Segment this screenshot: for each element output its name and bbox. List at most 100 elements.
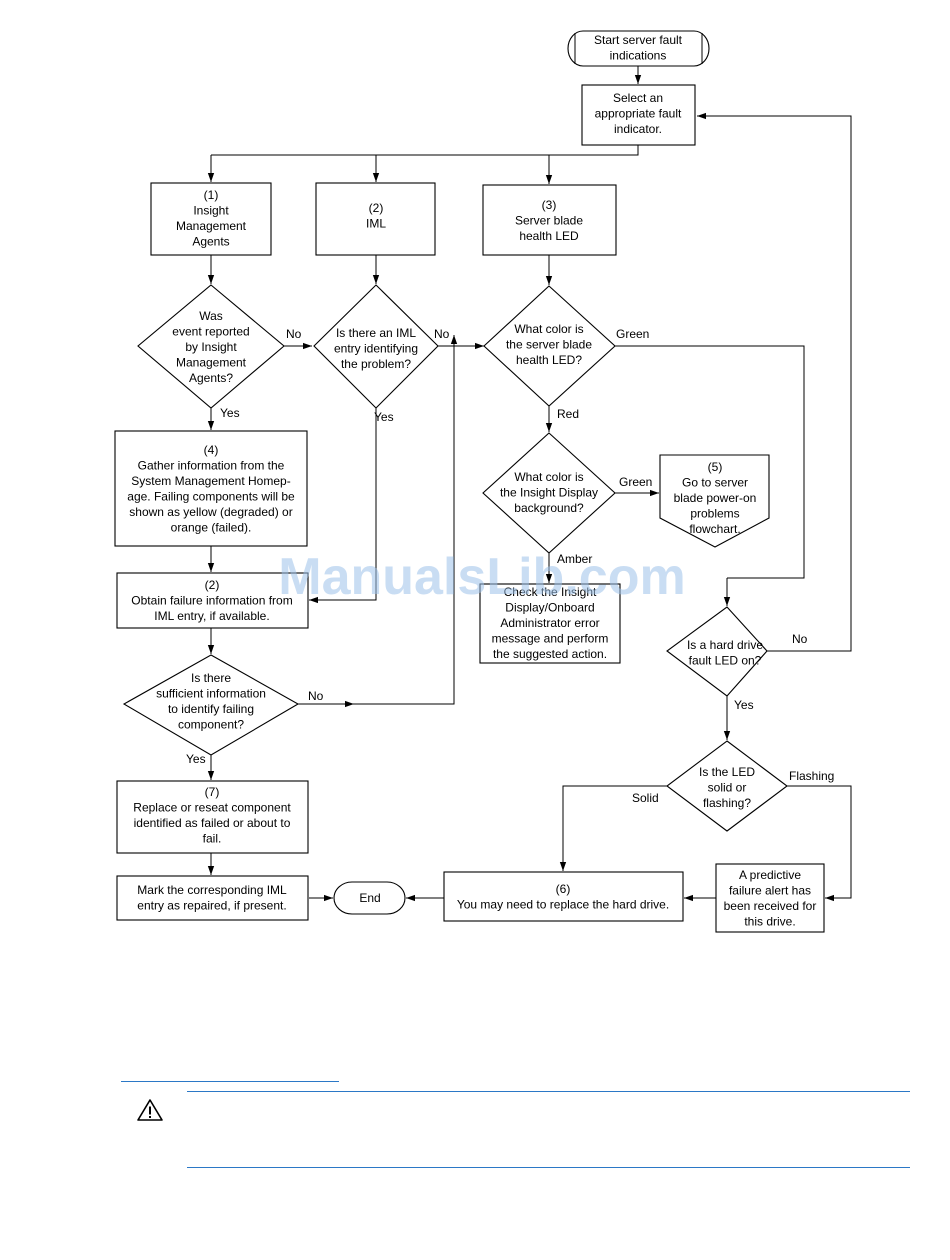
n2-obtain-line: (2) [205,578,220,592]
iml-box [315,182,436,256]
check-display-line: Display/Onboard [505,601,594,615]
end-terminator [333,881,406,915]
mark-iml-label: Mark the corresponding IML entry as repai… [137,883,287,913]
iml-yes-label: Yes [374,410,394,424]
n4-gather-line: shown as yellow (degraded) or [129,505,292,519]
mark-line: entry as repaired, if present. [137,899,286,913]
q-iml-entry-line: the problem? [341,357,411,371]
n7-replace-line: identified as failed or about to [134,816,291,830]
q-hdd-led-line: fault LED on? [689,654,762,668]
health-led-box [482,184,617,256]
n4-gather-line: Gather information from the [138,459,285,473]
n7-replace-line: Replace or reseat component [133,801,291,815]
n5-poweron-line: blade power-on [674,491,757,505]
check-display-line: Check the Insight [504,585,597,599]
q-solid-line: flashing? [703,796,751,810]
q-display-bg-line: background? [514,501,584,515]
reported-no-label: No [286,327,302,341]
check-display-line: the suggested action. [493,647,607,661]
display-green-label: Green [619,475,652,489]
display-amber-label: Amber [557,552,592,566]
q-led-color-line: the server blade [506,338,592,352]
n4-gather-line: (4) [204,443,219,457]
flowchart-shapes [114,30,825,933]
n3-led-line: (3) [542,198,557,212]
q-led-color-line: What color is [514,322,583,336]
n7-replace-line: fail. [203,832,222,846]
gather-info-box [114,430,308,547]
q-solid-line: Is the LED [699,765,755,779]
led-red-label: Red [557,407,579,421]
display-background-decision [482,432,616,554]
q-sufficient-line: component? [178,718,244,732]
watermark: ManualsLib.com [278,548,685,606]
end-label: End [359,891,380,905]
replace-component-box [116,780,309,854]
mark-line: Mark the corresponding IML [137,883,287,897]
iml-entry-decision [313,284,439,409]
section-rule-short [121,1081,339,1082]
n2-iml-line: IML [366,217,386,231]
led-color-decision [483,285,616,407]
check-display-line: message and perform [492,632,609,646]
q-display-bg-line: the Insight Display [500,486,598,500]
n2-iml-line: (2) [369,201,384,215]
n6-hdd-line: You may need to replace the hard drive. [457,898,669,912]
predictive-line: this drive. [744,915,795,929]
replace-hard-drive-label: (6)You may need to replace the hard driv… [457,882,669,912]
event-reported-decision [137,284,285,409]
mark-iml-box [116,875,309,921]
solid-label: Solid [632,791,659,805]
n1-agents-line: Management [176,219,247,233]
n4-gather-line: age. Failing components will be [127,490,295,504]
select-indicator-box [581,84,696,146]
check-display-box [479,583,621,664]
sufficient-info-decision [122,654,300,756]
predictive-line: been received for [724,899,817,913]
select-line: indicator. [614,122,662,136]
q-solid-line: solid or [708,781,747,795]
hdd-no-label: No [792,632,808,646]
sufficient-no-label: No [308,689,324,703]
sufficient-yes-label: Yes [186,752,206,766]
q-sufficient-line: sufficient information [156,687,266,701]
n1-agents-line: (1) [204,188,219,202]
end-line: End [359,891,380,905]
n3-led-line: health LED [519,229,579,243]
flashing-label: Flashing [789,769,834,783]
n5-poweron-line: problems [690,507,739,521]
q-sufficient-line: to identify failing [168,702,254,716]
iml-label: (2) IML [366,201,386,231]
n3-led-line: Server blade [515,214,583,228]
q-reported-line: event reported [172,325,249,339]
q-reported-line: Agents? [189,371,233,385]
flowchart-connectors [207,66,852,902]
reported-yes-label: Yes [220,406,240,420]
led-green-label: Green [616,327,649,341]
n4-gather-line: orange (failed). [171,521,252,535]
n4-gather-line: System Management Homep- [131,474,290,488]
n5-poweron-line: flowchart. [689,522,740,536]
n1-agents-line: Agents [192,235,229,249]
flowchart-edge-labels: No Yes No Yes Green Red Green Amber No Y… [186,327,834,805]
replace-hard-drive-box [443,871,684,922]
q-iml-entry-line: Is there an IML [336,326,416,340]
n2-obtain-line: IML entry, if available. [154,609,269,623]
n7-replace-line: (7) [205,785,220,799]
n2-obtain-line: Obtain failure information from [131,594,292,608]
